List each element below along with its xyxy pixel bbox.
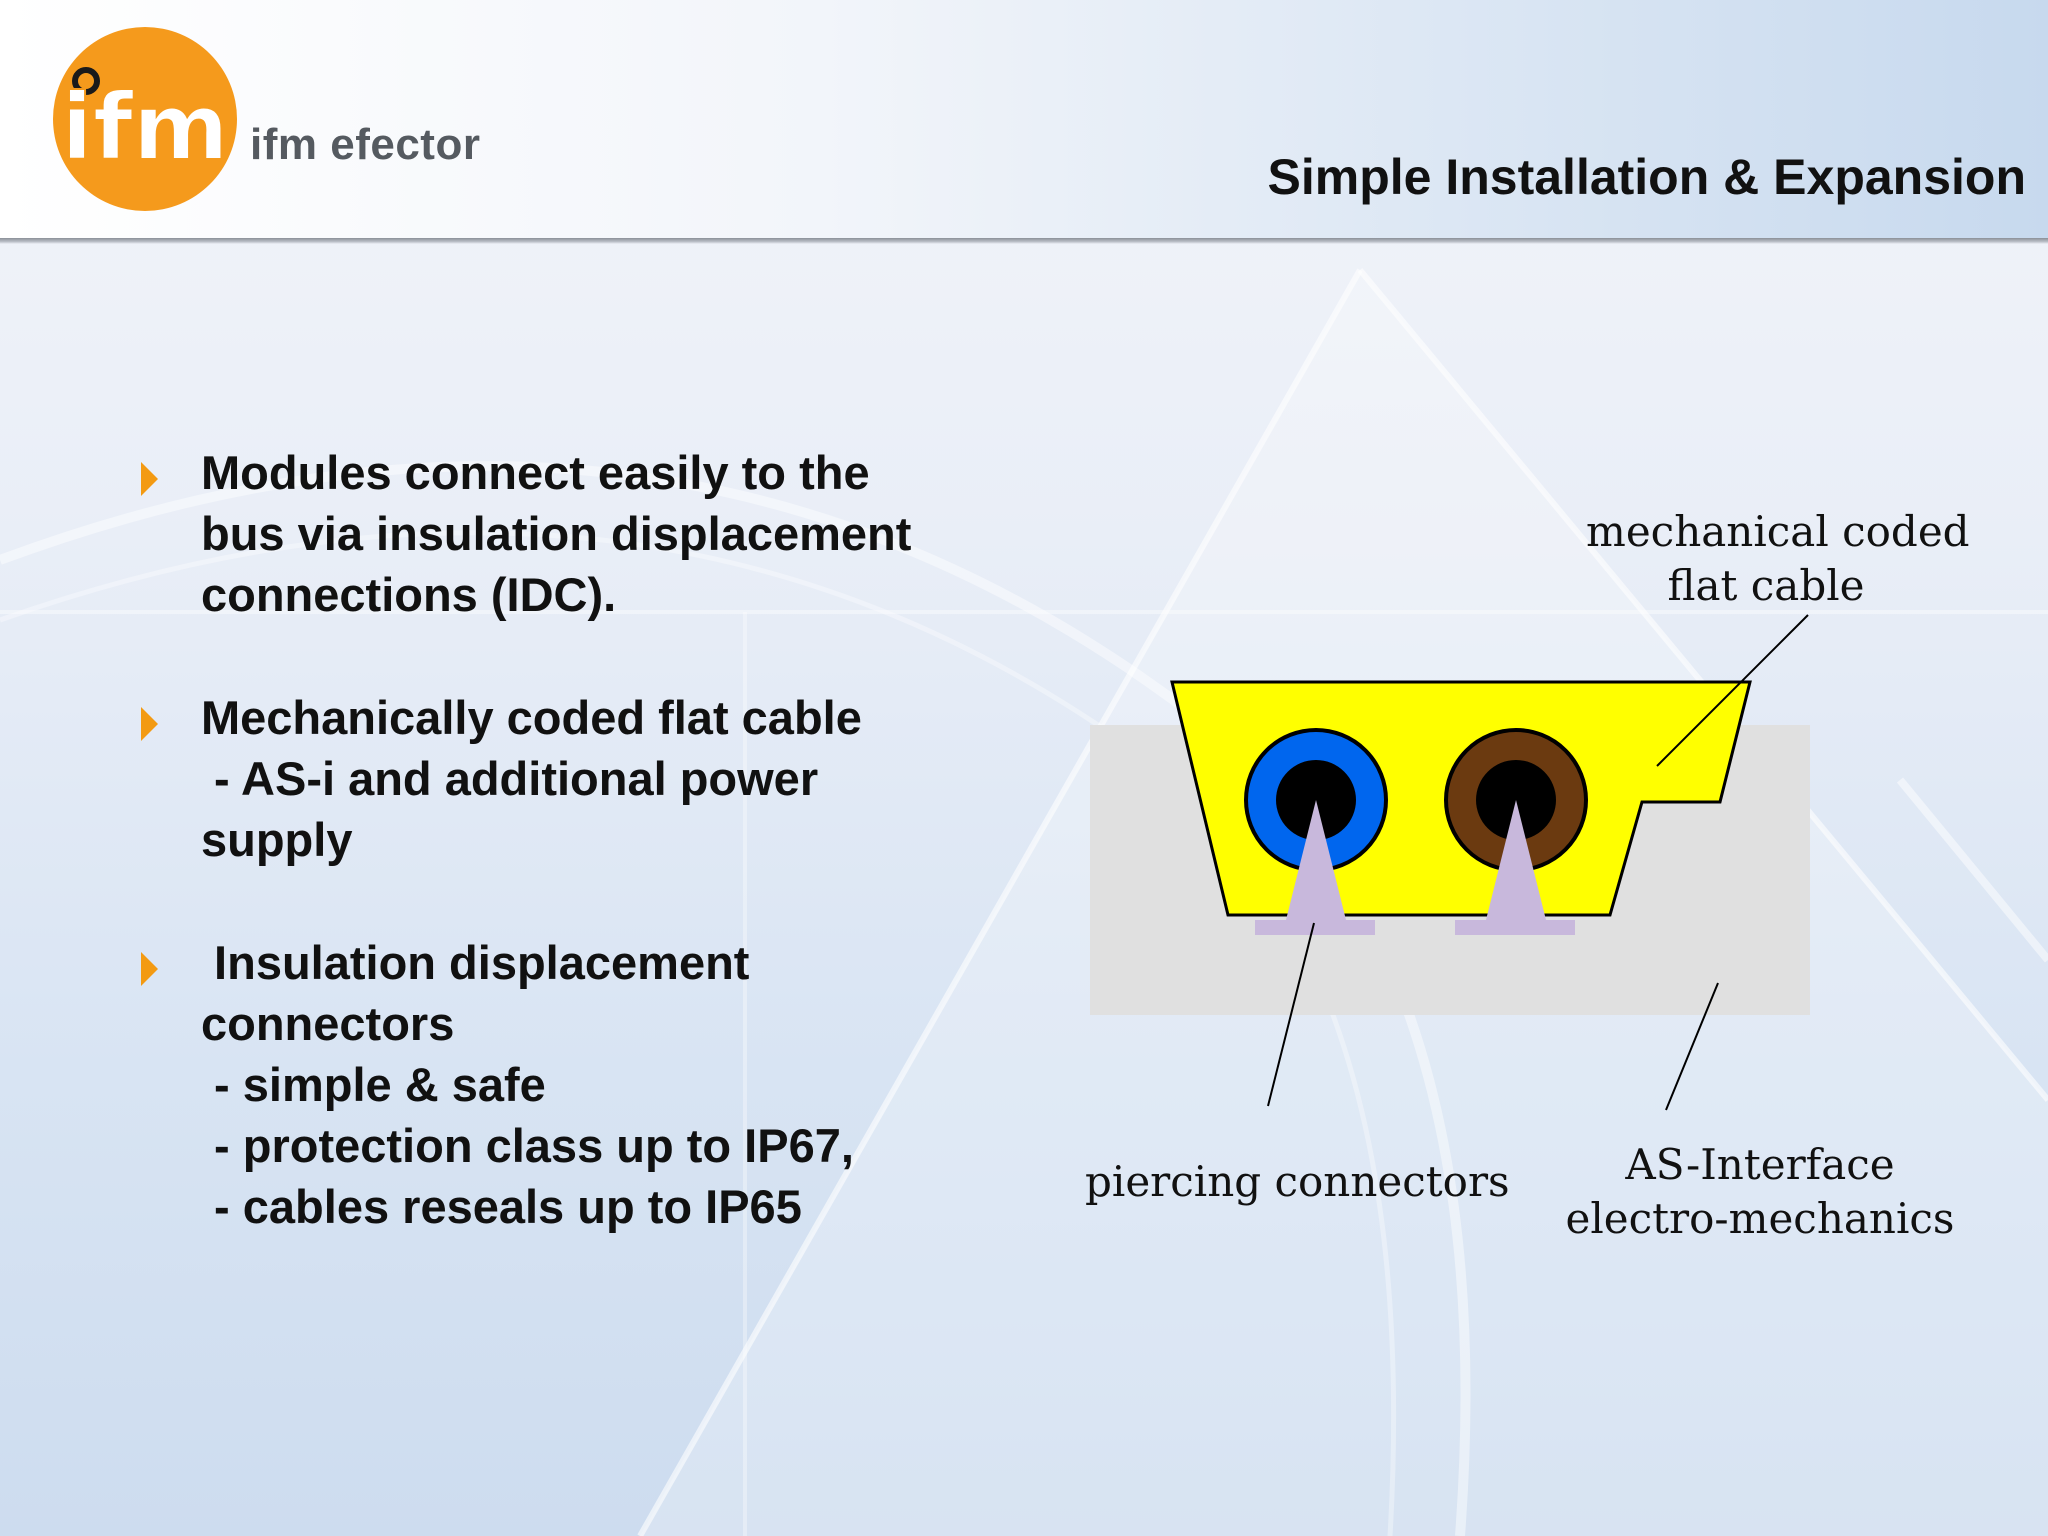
- leader-line-asi: [1665, 982, 1719, 1111]
- logo-orange-circle: [53, 27, 237, 211]
- label-text: electro-mechanics: [1565, 1194, 1955, 1243]
- bullet-text-line: connections (IDC).: [201, 568, 617, 621]
- label-asi-electromechanics: AS-Interface electro-mechanics: [1560, 1138, 1960, 1246]
- leader-line-piercing: [1267, 922, 1315, 1107]
- slide-title: Simple Installation & Expansion: [1267, 149, 2026, 205]
- bullet-item: Mechanically coded flat cable - AS-i and…: [135, 687, 1035, 870]
- bullet-text-line: - cables reseals up to IP65: [201, 1180, 802, 1233]
- bullet-arrow-icon: [141, 952, 158, 986]
- label-text: AS-Interface: [1625, 1140, 1895, 1189]
- label-text: flat cable: [1667, 561, 1865, 610]
- piercing-pin-left: [1286, 800, 1346, 920]
- label-text: piercing connectors: [1085, 1157, 1510, 1206]
- header-bar: [0, 0, 2048, 240]
- bullet-text-line: - AS-i and additional power: [201, 752, 819, 805]
- bullet-text-line: Insulation displacement: [201, 936, 750, 989]
- label-piercing-connectors: piercing connectors: [1085, 1155, 1510, 1209]
- leader-line-cable: [1656, 614, 1809, 767]
- idc-diagram-graphic: [1090, 614, 1810, 1111]
- logo-ring: [72, 67, 100, 95]
- bullet-text-line: bus via insulation displacement: [201, 507, 912, 560]
- bullet-text-line: - protection class up to IP67,: [201, 1119, 854, 1172]
- bullet-list: Modules connect easily to the bus via in…: [135, 442, 1035, 1299]
- bullet-arrow-icon: [141, 707, 158, 741]
- bullet-arrow-icon: [141, 462, 158, 496]
- ifm-logo: ifm: [53, 27, 237, 211]
- logo-lettering: ifm: [61, 74, 228, 181]
- bullet-text-line: Modules connect easily to the: [201, 446, 870, 499]
- bullet-text-line: Mechanically coded flat cable: [201, 691, 862, 744]
- connector-base-right: [1455, 920, 1575, 935]
- bullet-text-line: supply: [201, 813, 353, 866]
- label-flat-cable: mechanical coded flat cable: [1586, 505, 1970, 613]
- bullet-item: Modules connect easily to the bus via in…: [135, 442, 1035, 625]
- header-divider: [0, 238, 2048, 244]
- connector-base-left: [1255, 920, 1375, 935]
- idc-diagram: mechanical coded flat cable piercing con…: [1080, 500, 2040, 1300]
- label-text: mechanical coded: [1586, 507, 1970, 556]
- bullet-item: Insulation displacement connectors - sim…: [135, 932, 1035, 1237]
- bullet-text-line: - simple & safe: [201, 1058, 546, 1111]
- bullet-text-line: connectors: [201, 997, 455, 1050]
- piercing-pin-right: [1486, 800, 1546, 920]
- brand-name: ifm efector: [250, 120, 481, 169]
